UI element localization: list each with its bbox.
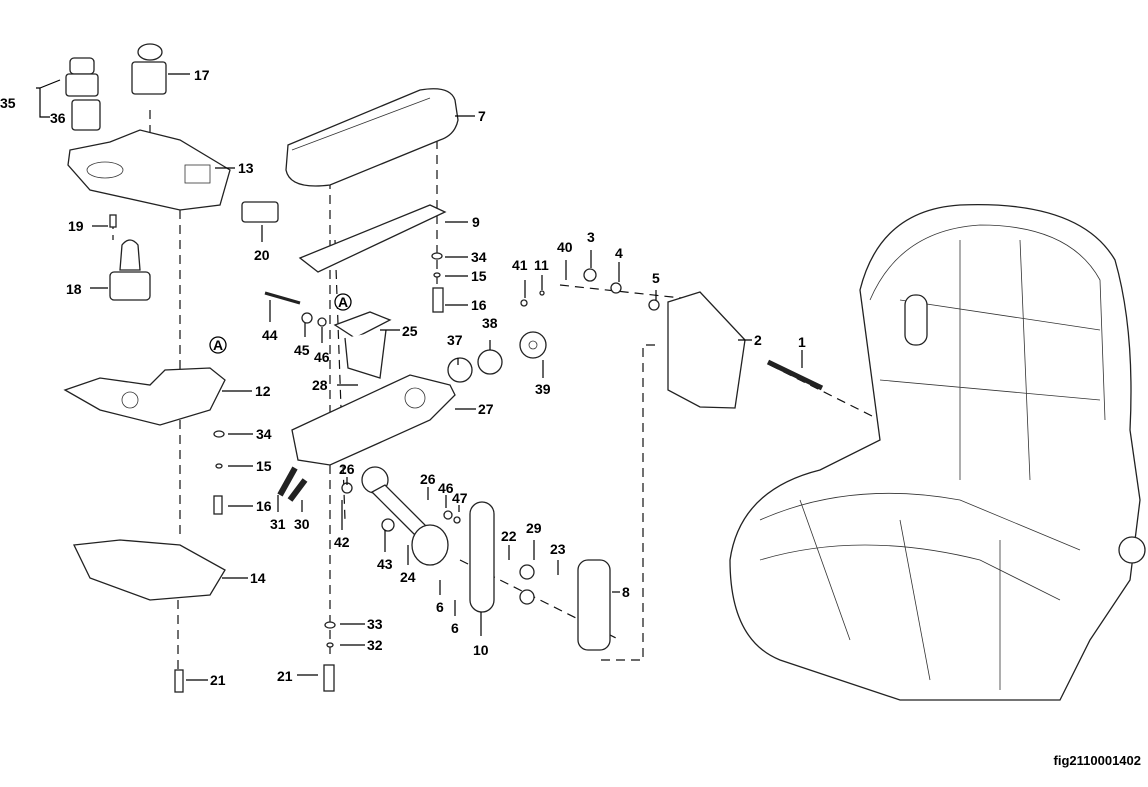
part-19-screw (109, 214, 117, 228)
part-8-plate (577, 559, 611, 651)
callout: 46 (438, 480, 454, 496)
callout: 32 (367, 637, 383, 653)
callout: 23 (550, 541, 566, 557)
callout: 4 (615, 245, 623, 261)
callout: 34 (256, 426, 272, 442)
part-20-switch (241, 201, 279, 223)
reference-marker-a: A (334, 293, 352, 311)
callout: 15 (256, 458, 272, 474)
callout: 31 (270, 516, 286, 532)
part-2-plate (667, 291, 746, 409)
callout: 10 (473, 642, 489, 658)
seat-assembly (729, 203, 1146, 701)
part-24-lever (361, 466, 449, 566)
callout: 27 (478, 401, 494, 417)
callout: 6 (451, 620, 459, 636)
callout: 39 (535, 381, 551, 397)
callout: 16 (471, 297, 487, 313)
callout: 43 (377, 556, 393, 572)
figure-code: fig2110001402 (1054, 753, 1141, 768)
part-7-armrest-pad (285, 88, 459, 187)
callout: 26 (339, 461, 355, 477)
part-13-console (67, 129, 231, 211)
callout: 15 (471, 268, 487, 284)
reference-marker-a: A (209, 336, 227, 354)
callout: 17 (194, 67, 210, 83)
callout: 21 (210, 672, 226, 688)
callout: 44 (262, 327, 278, 343)
part-39-knob (519, 331, 547, 359)
part-16-bolt (213, 287, 444, 515)
callout: 35 (0, 95, 16, 111)
callout: 7 (478, 108, 486, 124)
part-44-bolt (264, 291, 301, 305)
part-27-armrest-base (291, 374, 456, 466)
callout: 5 (652, 270, 660, 286)
part-36-block (71, 99, 101, 131)
callout: 20 (254, 247, 270, 263)
part-17-button (131, 43, 167, 95)
part-18-joystick (109, 239, 151, 301)
part-10-slide (469, 501, 495, 613)
part-30-handle (287, 478, 308, 502)
callout: 28 (312, 377, 328, 393)
callout: 9 (472, 214, 480, 230)
part-12-bracket (63, 367, 226, 426)
part-38-clip (477, 349, 503, 375)
callout: 16 (256, 498, 272, 514)
callout: 24 (400, 569, 416, 585)
callout: 29 (526, 520, 542, 536)
callout: 40 (557, 239, 573, 255)
callout: 3 (587, 229, 595, 245)
svg-text:A: A (213, 337, 223, 353)
callout: 47 (452, 490, 468, 506)
part-37-washer (447, 357, 473, 383)
callout: 26 (420, 471, 436, 487)
callout: 19 (68, 218, 84, 234)
callout: 46 (314, 349, 330, 365)
callout: 14 (250, 570, 266, 586)
part-21-bolt (174, 664, 335, 693)
callout: 6 (436, 599, 444, 615)
callout: 13 (238, 160, 254, 176)
part-9-plate (298, 204, 447, 273)
callout: 1 (798, 334, 806, 350)
callout: 25 (402, 323, 418, 339)
leader-lines (36, 73, 803, 681)
small-washers (213, 252, 660, 648)
callout: 22 (501, 528, 517, 544)
callout-labels: 35 36 17 7 13 19 20 9 34 15 16 41 11 40 … (0, 67, 806, 688)
callout: 41 (512, 257, 528, 273)
part-25-bracket (333, 311, 392, 379)
callout: 42 (334, 534, 350, 550)
callout: 30 (294, 516, 310, 532)
callout: 33 (367, 616, 383, 632)
callout: 34 (471, 249, 487, 265)
part-35-switch (65, 57, 99, 97)
part-14-cover (73, 539, 226, 601)
callout: 2 (754, 332, 762, 348)
callout: 8 (622, 584, 630, 600)
callout: 18 (66, 281, 82, 297)
callout: 12 (255, 383, 271, 399)
callout: 11 (534, 257, 549, 273)
callout: 37 (447, 332, 463, 348)
svg-text:A: A (338, 294, 348, 310)
callout: 38 (482, 315, 498, 331)
callout: 21 (277, 668, 293, 684)
part-1-pin (766, 359, 824, 391)
callout: 45 (294, 342, 310, 358)
callout: 36 (50, 110, 66, 126)
part-31-handle (277, 466, 298, 497)
